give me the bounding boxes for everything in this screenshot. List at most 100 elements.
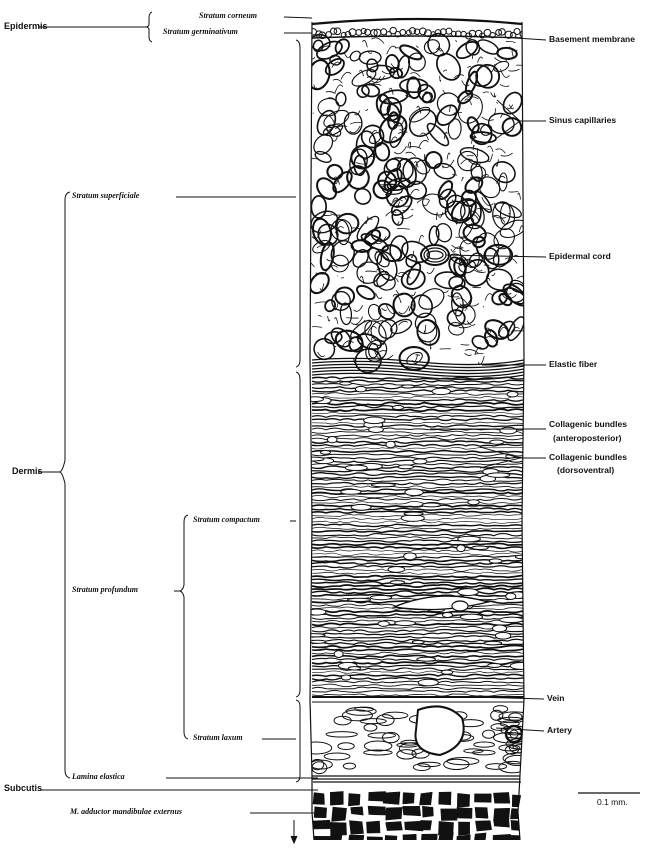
muscle-fiber-block: [510, 809, 523, 819]
fibroblast: [378, 621, 389, 626]
stratum-compactum-bracket: [296, 372, 300, 697]
fibroblast: [490, 440, 504, 444]
muscle-fiber-block: [510, 835, 526, 848]
collagen-bundle: [312, 690, 536, 692]
arrow-head: [291, 836, 297, 843]
fiber-strand: [468, 97, 479, 99]
epidermal-cell: [361, 28, 366, 33]
collagen-bundle: [312, 547, 536, 549]
muscle-fiber-block: [403, 806, 421, 815]
label-artery: Artery: [547, 725, 572, 735]
fibroblast: [457, 545, 465, 552]
fiber-strand: [494, 93, 495, 98]
fiber-strand: [501, 114, 505, 118]
fiber-strand: [427, 268, 434, 274]
connective-cell: [447, 118, 461, 139]
fibroblast: [489, 559, 502, 563]
collagen-bundle: [312, 393, 536, 396]
fiber-strand: [509, 192, 519, 193]
collagen-bundle: [312, 645, 536, 648]
fiber-strand: [443, 70, 447, 72]
collagen-bundle: [312, 451, 536, 453]
connective-cell: [432, 161, 457, 182]
collagen-bundle: [312, 387, 536, 389]
fibroblast: [418, 679, 438, 686]
muscle-fiber-block: [459, 822, 470, 835]
fiber-strand: [320, 283, 324, 290]
collagen-bundle: [312, 470, 536, 473]
collagen-bundle: [312, 566, 536, 568]
connective-cell: [385, 54, 400, 73]
collagen-bundle: [312, 409, 536, 411]
artery-lumen: [510, 730, 518, 738]
fibroblast: [355, 386, 366, 392]
muscle-fiber-block: [493, 834, 511, 844]
muscle-fiber-block: [351, 807, 364, 815]
connective-cell: [434, 271, 463, 290]
muscle-fiber-block: [312, 792, 324, 804]
fiber-strand: [335, 318, 338, 324]
connective-cell: [429, 226, 440, 245]
collagen-bundle: [312, 534, 536, 536]
fibroblast: [458, 589, 479, 596]
fibroblast: [306, 397, 323, 402]
fiber-strand: [440, 76, 441, 82]
fibroblast: [500, 617, 524, 622]
epidermal-cell: [400, 30, 406, 36]
fibroblast: [404, 512, 423, 515]
fibroblast: [341, 675, 350, 680]
label-epidermal-cord: Epidermal cord: [549, 251, 611, 261]
leader-basement-membrane: [516, 38, 546, 40]
label-subcutis: Subcutis: [4, 783, 42, 793]
fiber-strand: [365, 217, 368, 224]
fibroblast: [327, 437, 337, 443]
muscle-fiber-block: [313, 836, 332, 847]
connective-cell: [321, 107, 351, 131]
fiber-strand: [372, 337, 373, 341]
connective-cell: [489, 158, 519, 187]
fibroblast: [310, 640, 326, 643]
connective-cell: [490, 244, 513, 270]
collagen-bundle: [312, 437, 536, 440]
leader-stratum-corneum: [284, 17, 312, 18]
muscle-fiber-block: [348, 835, 363, 846]
fibroblast: [441, 670, 452, 674]
fibroblast: [487, 473, 509, 478]
collagen-bundle: [312, 613, 536, 616]
fiber-strand: [494, 108, 495, 115]
fiber-strand: [450, 107, 451, 112]
label-collagenic-dv-line2: (dorsoventral): [557, 465, 614, 475]
muscle-fiber-block: [474, 794, 491, 802]
connective-cell: [314, 149, 333, 164]
collagen-bundle: [312, 454, 536, 457]
fibroblast: [351, 504, 371, 510]
muscle-fiber-block: [403, 793, 414, 804]
muscle-fiber-block: [313, 820, 331, 829]
collagen-bundle: [312, 652, 536, 655]
collagen-bundle: [312, 418, 536, 420]
fibroblast: [334, 651, 343, 658]
fibroblast: [371, 483, 395, 487]
fiber-strand: [341, 72, 351, 79]
fiber-strand: [500, 84, 509, 86]
fiber-strand: [387, 46, 397, 54]
fibroblast: [460, 614, 482, 620]
muscle-fiber-block: [368, 806, 386, 815]
muscle-fiber-block: [332, 807, 347, 821]
loose-tissue: [464, 749, 483, 753]
fiber-strand: [396, 290, 403, 295]
fiber-strand: [406, 152, 416, 156]
muscle-fiber-block: [386, 807, 402, 820]
muscle-fiber-block: [419, 820, 431, 830]
muscle-fiber-block: [330, 791, 343, 805]
fibroblast: [347, 598, 370, 601]
label-stratum-compactum: Stratum compactum: [193, 515, 260, 525]
fiber-strand: [412, 292, 416, 296]
muscle-fiber-block: [439, 833, 454, 842]
fiber-strand: [488, 146, 494, 152]
fiber-strand: [443, 290, 448, 292]
collagen-bundle: [312, 486, 536, 489]
fiber-strand: [362, 40, 367, 47]
fiber-strand: [459, 326, 471, 327]
muscle-fiber-block: [369, 792, 386, 802]
